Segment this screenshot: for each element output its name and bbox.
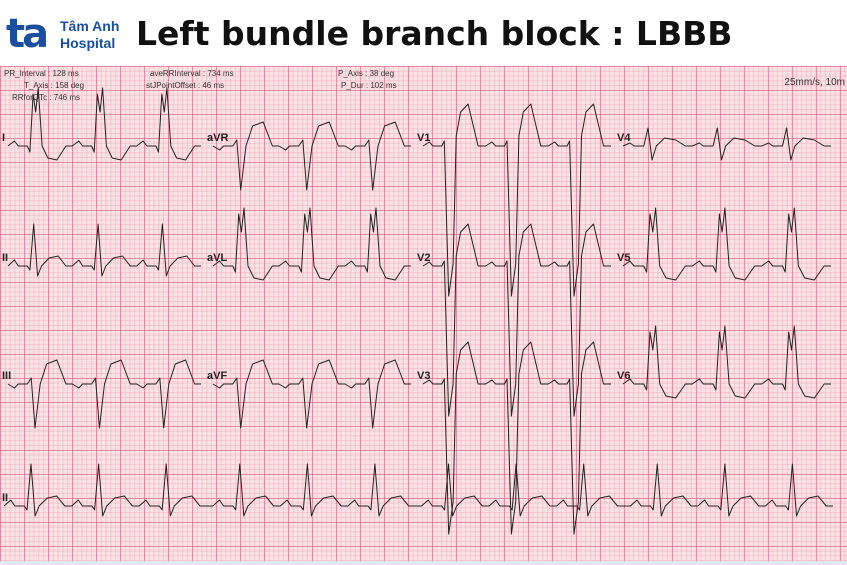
lead-label-v1: V1: [417, 132, 431, 144]
lead-label-avl: aVL: [207, 252, 228, 264]
lead-trace-v1: [422, 103, 611, 297]
lead-label-avr: aVR: [207, 132, 229, 144]
ecg-strip: PR_Interval : 128 ms T_Axis : 158 deg RR…: [0, 66, 847, 561]
lead-trace-avr: [212, 121, 411, 191]
lead-label-v5: V5: [617, 252, 631, 264]
lead-trace-i: [7, 87, 201, 161]
logo-mark: ta: [6, 11, 49, 57]
lead-label-v4: V4: [617, 132, 631, 144]
paper-speed-label: 25mm/s, 10m: [784, 77, 845, 88]
lead-trace-iii: [7, 359, 201, 429]
measurement-rr-for-qtc: RRforQTc : 746 ms: [12, 93, 81, 102]
lead-label-ii: II: [2, 252, 9, 264]
lead-trace-v4: [622, 127, 831, 161]
page-title: Left bundle branch block : LBBB: [136, 14, 733, 53]
lead-trace-avl: [212, 207, 411, 281]
measurement-t-axis: T_Axis : 158 deg: [24, 81, 85, 90]
measurement-pr-interval: PR_Interval : 128 ms: [4, 69, 79, 78]
rhythm-strip-trace: [3, 463, 833, 517]
lead-trace-ii: [7, 223, 201, 277]
header: ta Tâm Anh Hospital Left bundle branch b…: [0, 0, 847, 66]
lead-trace-v3: [422, 341, 611, 535]
logo-line-1: Tâm Anh: [60, 18, 120, 34]
lead-trace-v6: [622, 325, 831, 399]
hospital-logo: ta Tâm Anh Hospital: [6, 14, 130, 60]
ecg-traces: [3, 87, 833, 535]
lead-trace-avf: [212, 359, 411, 429]
lead-label-v2: V2: [417, 252, 431, 264]
lead-label-iii: III: [2, 370, 12, 382]
lead-label-avf: aVF: [207, 370, 228, 382]
lead-label-v6: V6: [617, 370, 631, 382]
measurement-p-axis: P_Axis : 38 deg: [338, 69, 395, 78]
logo-text: Tâm Anh Hospital: [60, 18, 119, 52]
footer-bar: [0, 561, 847, 565]
measurement-st-j-point-offset: stJPointOffset : 46 ms: [146, 81, 225, 90]
logo-line-2: Hospital: [60, 35, 116, 51]
rhythm-lead-label: II: [2, 492, 9, 504]
lead-trace-v5: [622, 207, 831, 281]
lead-trace-v2: [422, 223, 611, 417]
measurement-ave-rr-interval: aveRRInterval : 734 ms: [150, 69, 234, 78]
lead-label-i: I: [2, 132, 6, 144]
measurement-p-dur: P_Dur : 102 ms: [341, 81, 397, 90]
lead-label-v3: V3: [417, 370, 431, 382]
